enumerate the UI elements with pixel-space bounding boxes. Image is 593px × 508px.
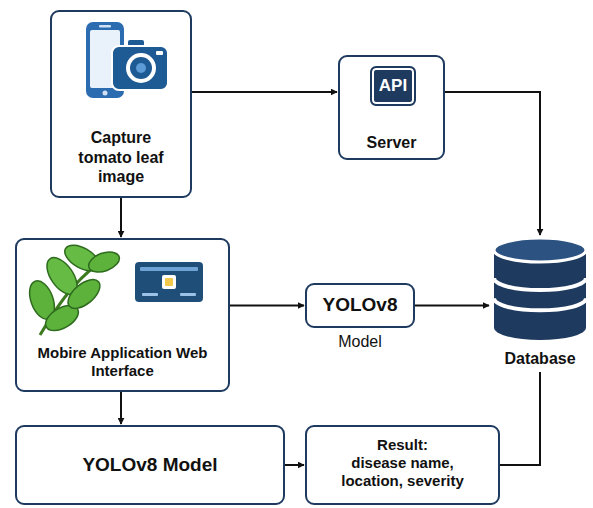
device-icon [135, 262, 203, 302]
node-label: Capture tomato leaf image [71, 128, 171, 186]
node-label: Result: [377, 436, 428, 454]
connector-arrow [120, 392, 122, 424]
node-label: Database [504, 349, 575, 368]
node-sublabel: Model [307, 332, 413, 351]
node-label: Mobire Application Web Interface [33, 344, 213, 380]
input-box: Capture tomato leaf image [50, 10, 192, 198]
server-box: Server API [338, 55, 445, 160]
api-icon: API [370, 66, 416, 106]
node-sublabel: disease name, location, severity [328, 454, 478, 490]
connector-arrow [230, 305, 304, 307]
connector-arrow [500, 372, 540, 465]
camera-icon [112, 40, 168, 90]
database-cylinder-shape [490, 236, 590, 342]
node-label: YOLOv8 [323, 294, 398, 317]
node-label: Server [367, 133, 417, 152]
database-cylinder: Database [488, 236, 592, 370]
connector-arrow [192, 91, 337, 93]
result-box: Result:disease name, location, severity [305, 425, 500, 505]
node-label: YOLOv8 Model [82, 454, 217, 477]
app-box: Mobire Application Web Interface [15, 238, 230, 392]
connector-arrow [285, 464, 304, 466]
leaf-icon [25, 240, 122, 336]
node-label: API [379, 76, 407, 96]
connector-arrow [445, 92, 540, 235]
model-box: YOLOv8Model [305, 283, 415, 328]
model-box: YOLOv8 Model [15, 425, 285, 505]
connector-arrow [120, 198, 122, 237]
connector-arrow [415, 305, 489, 307]
